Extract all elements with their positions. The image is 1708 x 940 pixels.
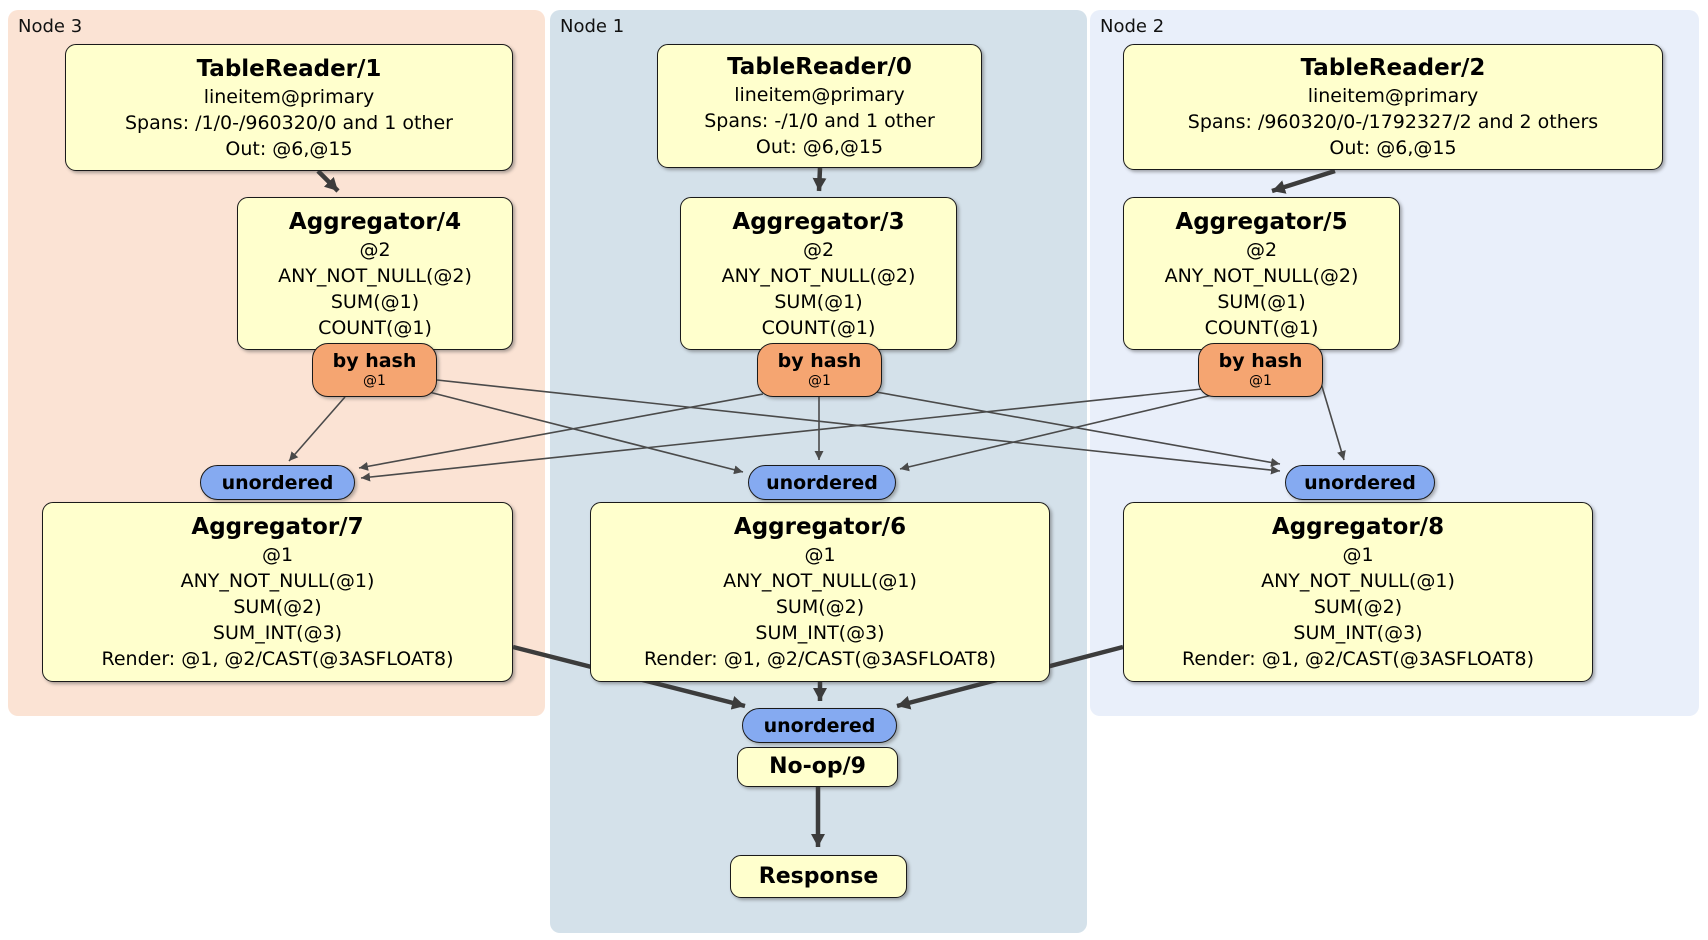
box-line: Render: @1, @2/CAST(@3ASFLOAT8) (1182, 648, 1534, 670)
box-title: TableReader/0 (727, 54, 912, 80)
unordered-sync-8: unordered (1285, 465, 1435, 500)
tablereader-1-box: TableReader/1 lineitem@primary Spans: /1… (65, 44, 513, 171)
sync-label: unordered (221, 471, 334, 494)
node3-label: Node 3 (18, 16, 83, 37)
box-line: ANY_NOT_NULL(@2) (1164, 264, 1359, 287)
router-key: @1 (363, 373, 386, 389)
aggregator-7-box: Aggregator/7 @1 ANY_NOT_NULL(@1) SUM(@2)… (42, 502, 513, 682)
box-line: Out: @6,@15 (225, 137, 353, 160)
box-line: @2 (802, 238, 835, 261)
aggregator-3-box: Aggregator/3 @2 ANY_NOT_NULL(@2) SUM(@1)… (680, 197, 957, 350)
box-title: TableReader/2 (1300, 55, 1486, 81)
aggregator-5-box: Aggregator/5 @2 ANY_NOT_NULL(@2) SUM(@1)… (1123, 197, 1400, 350)
box-line: @2 (1245, 238, 1278, 261)
box-title: Aggregator/4 (288, 208, 462, 235)
unordered-sync-7: unordered (200, 465, 355, 500)
box-line: @1 (1342, 544, 1374, 566)
box-line: @2 (359, 238, 391, 261)
box-title: Aggregator/8 (1271, 514, 1445, 540)
box-line: SUM_INT(@3) (212, 622, 343, 644)
box-line: SUM(@1) (330, 290, 420, 313)
box-title: Aggregator/6 (733, 514, 907, 540)
tablereader-0-box: TableReader/0 lineitem@primary Spans: -/… (657, 44, 982, 168)
tablereader-2-box: TableReader/2 lineitem@primary Spans: /9… (1123, 44, 1663, 170)
box-line: SUM_INT(@3) (1293, 622, 1423, 644)
aggregator-4-box: Aggregator/4 @2 ANY_NOT_NULL(@2) SUM(@1)… (237, 197, 513, 350)
box-line: @1 (261, 544, 294, 566)
box-title: Aggregator/5 (1175, 208, 1348, 235)
box-title: TableReader/1 (196, 55, 382, 82)
box-line: Spans: /960320/0-/1792327/2 and 2 others (1187, 111, 1599, 133)
hash-distribution-edges (288, 372, 1346, 482)
box-line: COUNT(@1) (761, 316, 876, 339)
node2-label: Node 2 (1100, 16, 1165, 37)
router-key: @1 (808, 373, 831, 389)
no-op-box: No-op/9 (737, 747, 898, 787)
box-line: Render: @1, @2/CAST(@3ASFLOAT8) (644, 648, 996, 670)
aggregator-8-box: Aggregator/8 @1 ANY_NOT_NULL(@1) SUM(@2)… (1123, 502, 1593, 682)
unordered-sync-9: unordered (742, 708, 897, 743)
box-line: lineitem@primary (734, 84, 905, 106)
response-box: Response (730, 855, 907, 898)
box-line: ANY_NOT_NULL(@1) (1261, 570, 1455, 592)
box-title: No-op/9 (769, 754, 866, 779)
box-line: SUM(@2) (233, 596, 322, 618)
box-line: lineitem@primary (203, 85, 375, 108)
unordered-sync-6: unordered (748, 465, 896, 500)
router-label: by hash (332, 350, 417, 372)
box-line: COUNT(@1) (318, 316, 432, 339)
by-hash-router-3: by hash @1 (757, 343, 882, 397)
box-title: Aggregator/3 (732, 208, 905, 235)
node1-label: Node 1 (560, 16, 625, 37)
box-line: SUM(@1) (1217, 290, 1306, 313)
box-title: Aggregator/7 (191, 514, 364, 540)
by-hash-router-4: by hash @1 (312, 343, 437, 397)
box-line: ANY_NOT_NULL(@1) (180, 570, 375, 592)
box-line: @1 (804, 544, 836, 566)
box-line: Out: @6,@15 (1329, 137, 1457, 159)
aggregator-6-box: Aggregator/6 @1 ANY_NOT_NULL(@1) SUM(@2)… (590, 502, 1050, 682)
by-hash-router-5: by hash @1 (1198, 343, 1323, 397)
sync-label: unordered (763, 714, 876, 737)
box-line: SUM(@1) (774, 290, 863, 313)
sync-label: unordered (1304, 471, 1416, 494)
sync-label: unordered (766, 471, 878, 494)
box-line: ANY_NOT_NULL(@2) (721, 264, 916, 287)
box-line: SUM(@2) (775, 596, 865, 618)
box-line: ANY_NOT_NULL(@2) (278, 264, 472, 287)
router-label: by hash (1218, 350, 1303, 372)
box-line: COUNT(@1) (1204, 316, 1319, 339)
box-line: Render: @1, @2/CAST(@3ASFLOAT8) (101, 648, 454, 670)
box-line: SUM_INT(@3) (755, 622, 885, 644)
box-line: lineitem@primary (1307, 85, 1479, 107)
box-line: SUM(@2) (1313, 596, 1403, 618)
router-key: @1 (1249, 373, 1272, 389)
box-line: Out: @6,@15 (755, 136, 884, 158)
router-label: by hash (777, 350, 862, 372)
box-line: Spans: -/1/0 and 1 other (704, 110, 935, 132)
box-line: Spans: /1/0-/960320/0 and 1 other (125, 111, 453, 134)
box-title: Response (758, 863, 879, 889)
box-line: ANY_NOT_NULL(@1) (723, 570, 917, 592)
